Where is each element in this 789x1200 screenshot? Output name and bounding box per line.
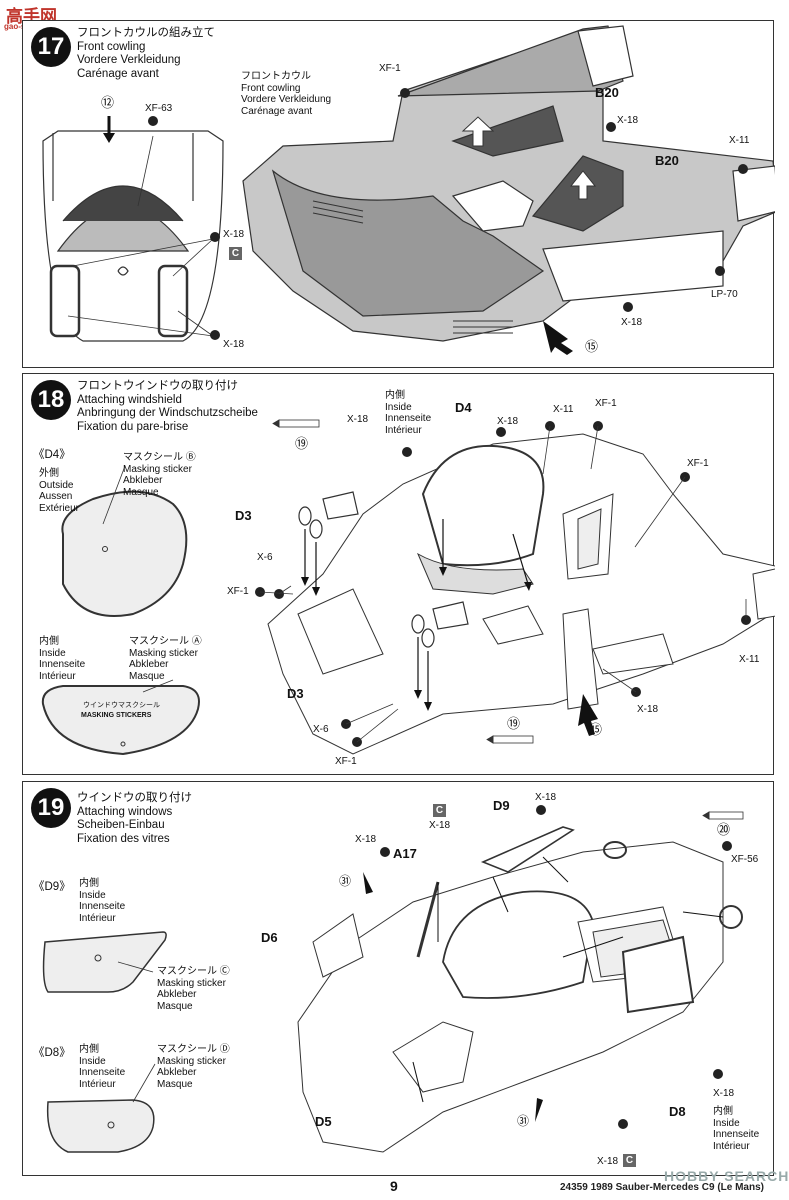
step-18-title: フロントウインドウの取り付け Attaching windshield Anbr… xyxy=(77,380,258,434)
sticker-c-box: C xyxy=(229,247,242,260)
title-de: Anbringung der Windschutzscheibe xyxy=(77,407,258,419)
step-17-title: フロントカウルの組み立て Front cowling Vordere Verkl… xyxy=(77,27,215,81)
paint-x18-e: X-18 xyxy=(597,1156,619,1167)
paint-xf1-a: XF-1 xyxy=(595,398,617,409)
front-cowling-label: フロントカウル Front cowling Vordere Verkleidun… xyxy=(241,71,332,117)
part-d9: D9 xyxy=(493,798,510,813)
paint-x18-c: X-18 xyxy=(637,704,659,715)
title-fr: Fixation des vitres xyxy=(77,832,170,845)
step-18-drawing xyxy=(41,419,775,756)
title-ja: フロントウインドウの取り付け xyxy=(77,380,238,392)
inside-label-2: 内側 Inside Innenseite Intérieur xyxy=(385,390,432,436)
step-18-number: 18 xyxy=(31,380,71,420)
part-ref-31-b: ㉛ xyxy=(517,1114,530,1128)
sticker-c-box-b: C xyxy=(623,1154,636,1167)
paint-x18-b: X-18 xyxy=(355,834,377,845)
paint-x6-b: X-6 xyxy=(313,724,329,735)
paint-x6-a: X-6 xyxy=(257,552,273,563)
part-b20-b: B20 xyxy=(655,153,679,168)
part-d8: D8 xyxy=(669,1104,686,1119)
outside-label: 外側 Outside Aussen Extérieur xyxy=(39,468,80,514)
part-ref-12: ⑫ xyxy=(101,95,115,110)
title-ja: ウインドウの取り付け xyxy=(77,792,192,804)
paint-xf1-c: XF-1 xyxy=(227,586,249,597)
part-d3-b: D3 xyxy=(287,686,304,701)
footer-watermark: HOBBY SEARCH xyxy=(664,1168,789,1184)
paint-xf1-d: XF-1 xyxy=(335,756,357,767)
sticker-text-en: MASKING STICKERS xyxy=(81,712,152,719)
mask-sticker-a-label: マスクシール Ⓐ Masking sticker Abkleber Masque xyxy=(129,636,202,682)
part-d6: D6 xyxy=(261,930,278,945)
part-d5: D5 xyxy=(315,1114,332,1129)
part-d4: D4 xyxy=(455,400,472,415)
paint-x11-a: X-11 xyxy=(553,404,574,415)
inside-label: 内側 Inside Innenseite Intérieur xyxy=(39,636,86,682)
paint-x18-c: X-18 xyxy=(617,115,639,126)
title-en: Front cowling xyxy=(77,40,146,53)
title-de: Scheiben-Einbau xyxy=(77,819,165,831)
step-17-panel: 17 フロントカウルの組み立て Front cowling Vordere Ve… xyxy=(22,20,775,368)
title-fr: Carénage avant xyxy=(77,67,159,80)
inside-label: 内側 Inside Innenseite Intérieur xyxy=(713,1106,760,1152)
paint-x18-a: X-18 xyxy=(429,820,451,831)
d4-title: 《D4》 xyxy=(33,449,71,461)
part-a17: A17 xyxy=(393,846,417,861)
footer-product: 24359 1989 Sauber-Mercedes C9 (Le Mans) xyxy=(560,1182,764,1193)
title-de: Vordere Verkleidung xyxy=(77,54,181,66)
part-ref-19-a: ⑲ xyxy=(295,436,309,451)
paint-x18-d: X-18 xyxy=(713,1088,735,1099)
step-18-panel: 18 フロントウインドウの取り付け Attaching windshield A… xyxy=(22,373,775,775)
step-19-drawing xyxy=(42,805,744,1153)
paint-x11: X-11 xyxy=(729,135,750,146)
paint-x18-b: X-18 xyxy=(223,339,245,350)
page-number: 9 xyxy=(390,1178,398,1194)
part-b20-a: B20 xyxy=(595,85,619,100)
part-d3-a: D3 xyxy=(235,508,252,523)
title-fr: Fixation du pare-brise xyxy=(77,420,189,433)
paint-x18-c: X-18 xyxy=(535,792,557,803)
paint-x11-b: X-11 xyxy=(739,654,760,665)
step-17-drawing xyxy=(42,25,775,355)
step-17-number: 17 xyxy=(31,27,71,67)
paint-xf1-b: XF-1 xyxy=(687,458,709,469)
paint-lp70: LP-70 xyxy=(711,289,738,300)
part-ref-15: ⑮ xyxy=(589,722,603,737)
title-ja: フロントカウルの組み立て xyxy=(77,27,215,39)
paint-xf56: XF-56 xyxy=(731,854,759,865)
paint-xf63: XF-63 xyxy=(145,103,173,114)
title-en: Attaching windows xyxy=(77,805,173,818)
paint-x18-b: X-18 xyxy=(497,416,519,427)
step-19-panel: 19 ウインドウの取り付け Attaching windows Scheiben… xyxy=(22,781,774,1176)
part-ref-15: ⑮ xyxy=(585,339,599,354)
part-ref-31-a: ㉛ xyxy=(339,874,352,888)
part-ref-20: ⑳ xyxy=(717,822,731,837)
d9-title: 《D9》 xyxy=(33,881,71,893)
mask-sticker-b-label: マスクシール Ⓑ Masking sticker Abkleber Masque xyxy=(123,452,196,498)
mask-sticker-d-label: マスクシール Ⓓ Masking sticker Abkleber Masque xyxy=(157,1044,230,1090)
sticker-c-box-a: C xyxy=(433,804,446,817)
d9-inside-label: 内側 Inside Innenseite Intérieur xyxy=(79,878,126,924)
step-19-title: ウインドウの取り付け Attaching windows Scheiben-Ei… xyxy=(77,792,192,846)
paint-x18-a: X-18 xyxy=(223,229,245,240)
paint-x18-d: X-18 xyxy=(621,317,643,328)
paint-x18-label: X-18 xyxy=(347,414,369,425)
mask-sticker-c-label: マスクシール Ⓒ Masking sticker Abkleber Masque xyxy=(157,966,230,1012)
part-ref-19-b: ⑲ xyxy=(507,716,521,731)
d8-inside-label: 内側 Inside Innenseite Intérieur xyxy=(79,1044,126,1090)
sticker-text-ja: ウインドウマスクシール xyxy=(83,702,160,709)
paint-xf1: XF-1 xyxy=(379,63,401,74)
title-en: Attaching windshield xyxy=(77,393,182,406)
d8-title: 《D8》 xyxy=(33,1047,71,1059)
step-19-number: 19 xyxy=(31,788,71,828)
